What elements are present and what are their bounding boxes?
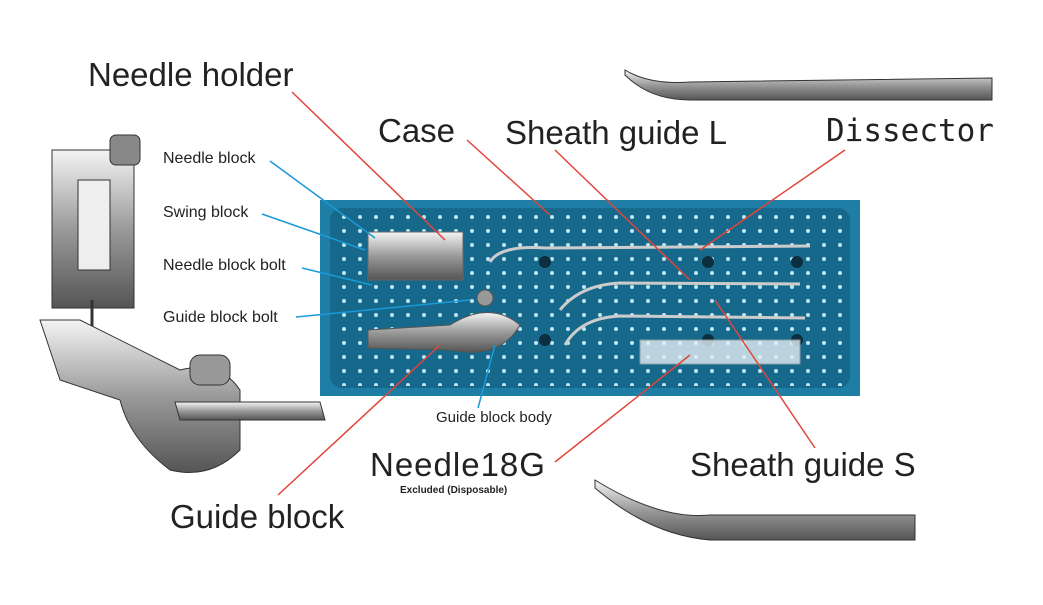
label-guide-block-bolt: Guide block bolt	[163, 309, 278, 326]
case-tray	[320, 200, 860, 396]
blue-leader-lines	[261, 160, 496, 409]
label-case: Case	[378, 112, 456, 149]
red-leader-lines	[277, 91, 846, 496]
label-swing-block: Swing block	[163, 204, 249, 221]
label-needle-holder: Needle holder	[88, 56, 294, 93]
dissector-illustration	[624, 69, 993, 101]
label-guide-block: Guide block	[170, 498, 345, 535]
label-sheath-guide-l: Sheath guide L	[505, 114, 728, 151]
sheath-guide-illustration	[594, 479, 916, 541]
needle-holder-illustration	[39, 134, 326, 473]
label-sheath-guide-s: Sheath guide S	[690, 446, 916, 483]
label-dissector: Dissector	[826, 113, 994, 149]
label-needle-block-bolt: Needle block bolt	[163, 257, 286, 274]
label-needle-note: Excluded (Disposable)	[400, 485, 508, 496]
label-needle-18g: Needle18G	[370, 446, 546, 483]
label-needle-block: Needle block	[163, 150, 256, 167]
tray-instruments	[367, 231, 811, 365]
label-guide-block-body: Guide block body	[436, 409, 552, 426]
